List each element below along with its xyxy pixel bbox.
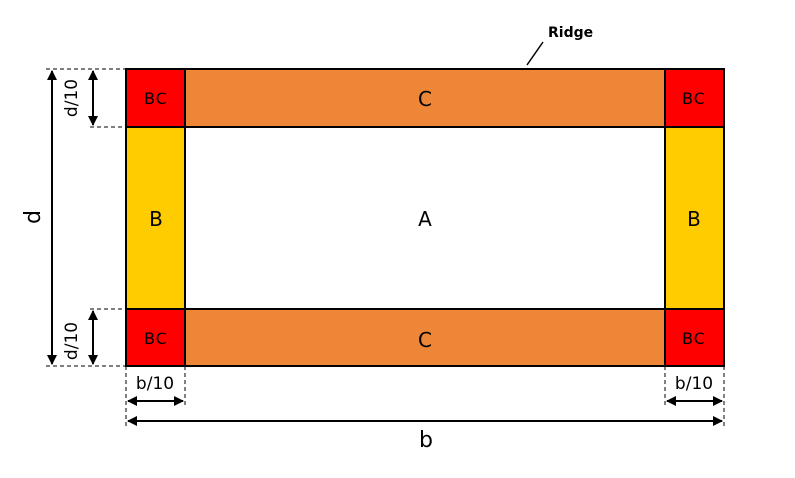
- zone-b-right-label: B: [687, 207, 701, 231]
- ridge-leader-line: [526, 41, 544, 66]
- zone-bc-bottom-left: [125, 308, 186, 367]
- zone-bc-bottom-right: [664, 308, 725, 367]
- zone-c-bottom-label: C: [418, 328, 432, 352]
- zone-bc-bottom-right-label: BC: [682, 329, 706, 348]
- zone-bc-top-right-label: BC: [682, 89, 706, 108]
- zone-a: [125, 126, 666, 310]
- depth-label: d: [21, 210, 46, 224]
- ridge-label: Ridge: [548, 25, 593, 41]
- zone-bc-top-left-label: BC: [144, 89, 168, 108]
- width-fraction-left-label: b/10: [136, 374, 174, 394]
- zone-c-top-label: C: [418, 87, 432, 111]
- zone-c-bottom: [184, 308, 666, 367]
- zone-c-top: [184, 68, 666, 128]
- zone-b-right: [664, 126, 725, 310]
- zone-b-left-label: B: [149, 207, 163, 231]
- zone-bc-bottom-left-label: BC: [144, 329, 168, 348]
- depth-fraction-top-label: d/10: [62, 79, 82, 117]
- zone-bc-top-left: [125, 68, 186, 128]
- width-label: b: [419, 428, 433, 453]
- zone-bc-top-right: [664, 68, 725, 128]
- width-fraction-right-label: b/10: [675, 374, 713, 394]
- zone-a-label: A: [418, 207, 432, 231]
- depth-fraction-bottom-label: d/10: [62, 322, 82, 360]
